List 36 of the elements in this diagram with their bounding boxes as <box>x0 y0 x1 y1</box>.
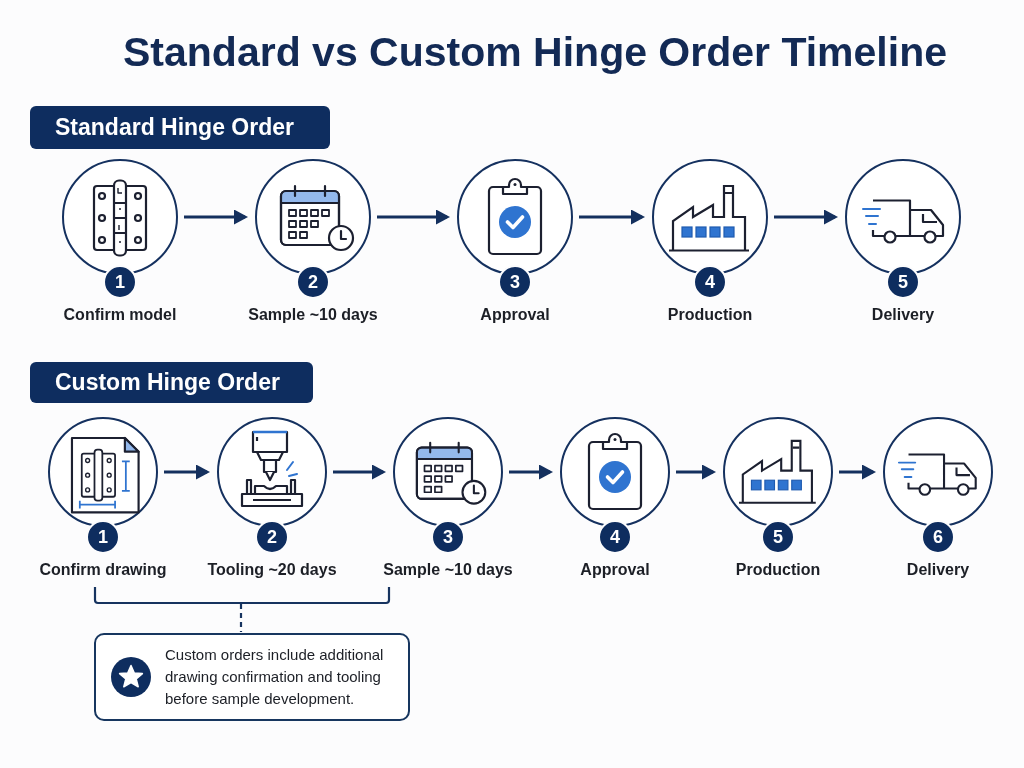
step-label: Approval <box>580 560 650 580</box>
step-number: 5 <box>761 520 795 554</box>
arrow <box>839 464 876 480</box>
note-box <box>94 633 410 721</box>
step-label: Production <box>667 305 753 325</box>
arrow <box>184 209 248 225</box>
arrow <box>774 209 838 225</box>
step-label: Confirm model <box>63 305 177 325</box>
step-number: 1 <box>86 520 120 554</box>
step-label: Production <box>735 560 821 580</box>
step-label: Delivery <box>871 305 935 325</box>
arrow <box>333 464 386 480</box>
arrow <box>676 464 716 480</box>
step-label: Delivery <box>906 560 970 580</box>
step-label: Sample ~10 days <box>383 560 513 580</box>
step-number: 3 <box>431 520 465 554</box>
step-number: 3 <box>498 265 532 299</box>
note-text: Custom orders include additional drawing confirmation and tooling before sample development. <box>165 645 385 709</box>
step-label: Tooling ~20 days <box>207 560 337 580</box>
step-number: 2 <box>296 265 330 299</box>
step-number: 6 <box>921 520 955 554</box>
step-label: Sample ~10 days <box>248 305 378 325</box>
step-number: 5 <box>886 265 920 299</box>
arrow <box>377 209 450 225</box>
step-number: 4 <box>598 520 632 554</box>
step-number: 2 <box>255 520 289 554</box>
section-banner: Custom Hinge Order <box>30 362 313 403</box>
step-label: Confirm drawing <box>39 560 167 580</box>
section-banner: Standard Hinge Order <box>30 106 330 149</box>
arrow <box>509 464 553 480</box>
step-number: 4 <box>693 265 727 299</box>
arrow <box>579 209 645 225</box>
title: Standard vs Custom Hinge Order Timeline <box>123 28 947 76</box>
step-label: Approval <box>480 305 550 325</box>
step-number: 1 <box>103 265 137 299</box>
arrow <box>164 464 210 480</box>
